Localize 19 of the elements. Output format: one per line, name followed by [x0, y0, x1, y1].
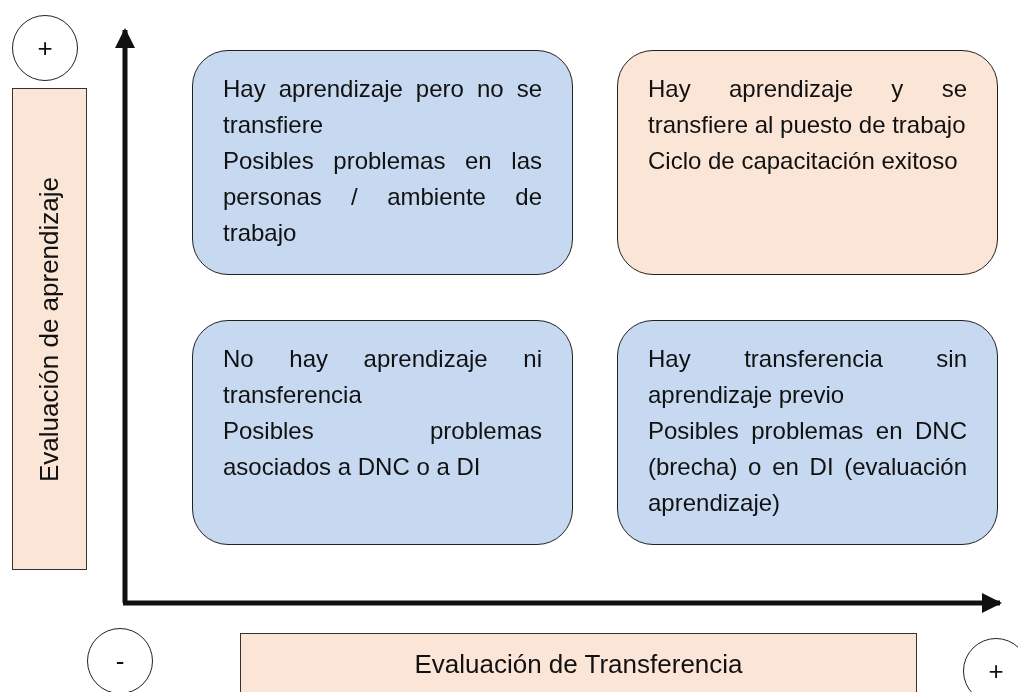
axis-title: Evaluación de aprendizaje — [34, 176, 65, 482]
axis-label-box — [240, 633, 917, 692]
quadrant-heading: Hay aprendizaje pero no se transfiere — [223, 74, 542, 140]
quadrant-heading: Hay aprendizaje y se transfiere al puesto de trabajo — [648, 74, 967, 140]
quadrant-description: Posibles problemas en DNC (brecha) o en DI (evaluación aprendizaje) — [648, 416, 967, 518]
axis-title: Evaluación de Transferencia — [414, 648, 743, 680]
quadrant-card — [617, 320, 998, 545]
sign-symbol: + — [988, 658, 1004, 684]
quadrant-heading: No hay aprendizaje ni transferencia — [223, 344, 542, 410]
quadrant-card — [617, 50, 998, 275]
axis-label-box — [12, 88, 87, 570]
sign-symbol: - — [115, 648, 125, 674]
quadrant-card — [192, 320, 573, 545]
quadrant-description: Posibles problemas asociados a DNC o a DI — [223, 416, 542, 482]
quadrant-card — [192, 50, 573, 275]
quadrant-description: Ciclo de capacitación exitoso — [648, 146, 959, 176]
sign-symbol: + — [37, 35, 53, 61]
quadrant-description: Posibles problemas en las personas / ambiente de trabajo — [223, 146, 542, 248]
quadrant-heading: Hay transferencia sin aprendizaje previo — [648, 344, 967, 410]
